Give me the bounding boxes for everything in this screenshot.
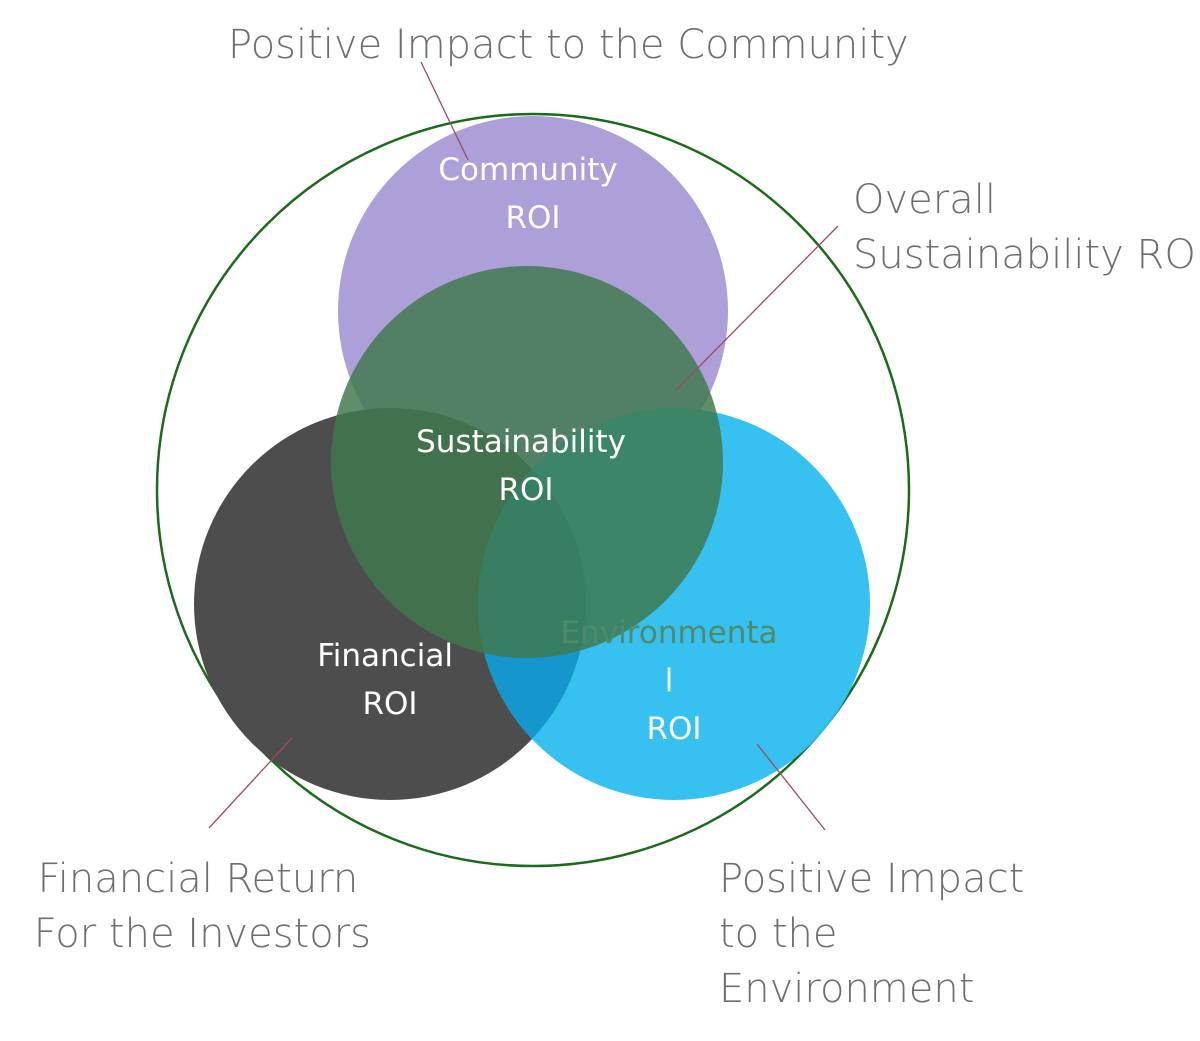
environmental-roi-label: Environmenta l ROI: [561, 615, 788, 747]
community-callout: Positive Impact to the Community: [228, 22, 909, 68]
environmental-roi-label-line1: Environmenta: [561, 615, 778, 651]
financial-leader-line: [208, 737, 293, 829]
community-roi-label: Community ROI: [438, 152, 627, 236]
overall-leader-line: [675, 225, 839, 391]
financial-callout: Financial Return For the Investors: [34, 856, 371, 957]
sustainability-roi-label: Sustainability ROI: [416, 424, 636, 508]
financial-roi-label: Financial ROI: [317, 638, 463, 722]
community-leader-line: [420, 61, 469, 161]
environment-callout: Positive Impact to the Environment: [719, 856, 1037, 1012]
overall-callout: Overall Sustainability ROI: [853, 177, 1200, 278]
sustainability-roi-circle: [331, 266, 723, 658]
environment-leader-line: [756, 743, 826, 831]
overall-sustainability-ring: [155, 112, 911, 868]
